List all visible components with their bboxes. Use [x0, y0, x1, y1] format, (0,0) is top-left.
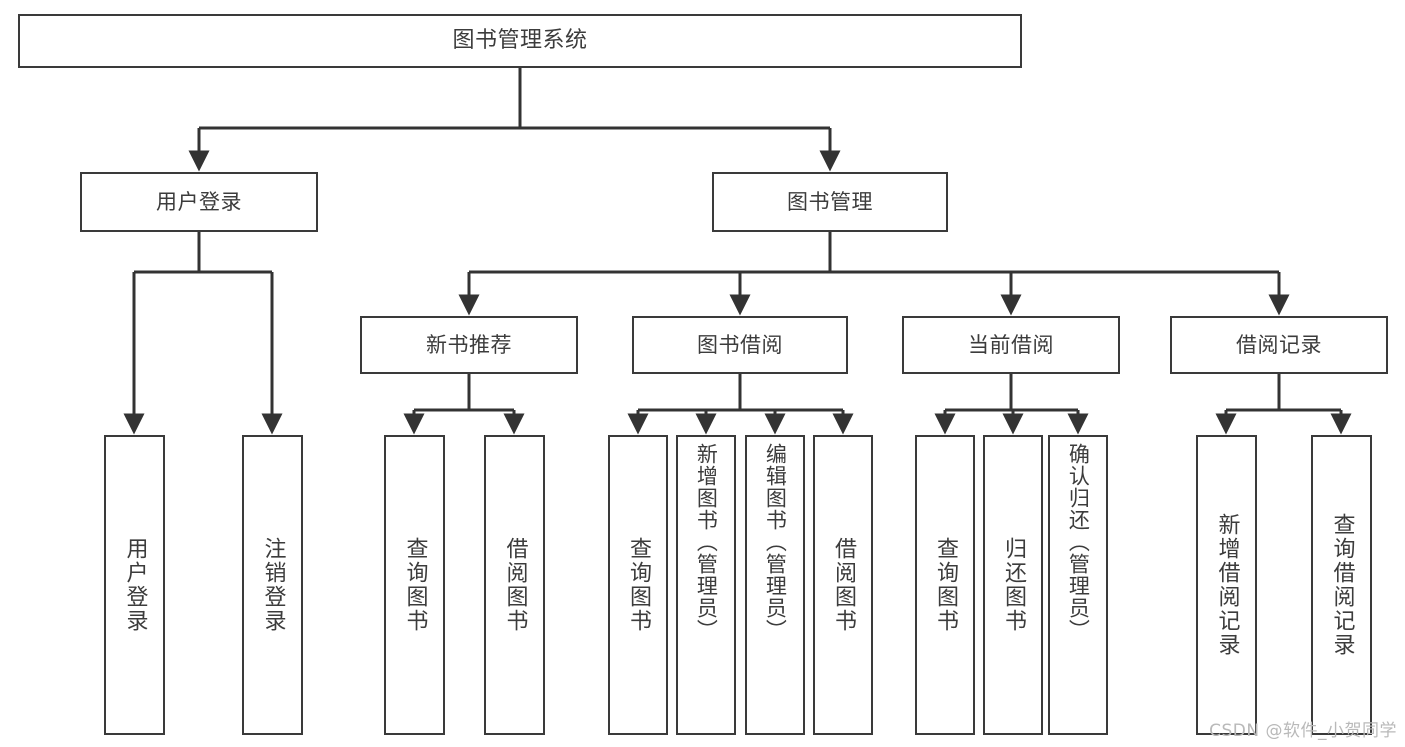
leaf-borrow-add-book-admin-label: 新增图书（管理员）: [694, 443, 719, 641]
leaf-new-borrow-book-label: 借阅图书: [502, 537, 528, 633]
leaf-borrow-add-book-admin[interactable]: 新增图书（管理员）: [676, 435, 736, 735]
node-book-borrow[interactable]: 图书借阅: [632, 316, 848, 374]
leaf-current-query-book[interactable]: 查询图书: [915, 435, 975, 735]
leaf-current-query-book-label: 查询图书: [932, 537, 958, 633]
node-current-borrow[interactable]: 当前借阅: [902, 316, 1120, 374]
leaf-record-query-record[interactable]: 查询借阅记录: [1311, 435, 1372, 735]
node-current-borrow-label: 当前借阅: [968, 332, 1054, 357]
node-book-management-branch-label: 图书管理: [787, 189, 873, 214]
node-book-borrow-label: 图书借阅: [697, 332, 783, 357]
leaf-current-confirm-return-admin[interactable]: 确认归还（管理员）: [1048, 435, 1108, 735]
leaf-borrow-borrow-book-label: 借阅图书: [830, 537, 856, 633]
node-new-book-recommend-label: 新书推荐: [426, 332, 512, 357]
leaf-user-login-label: 用户登录: [122, 537, 148, 633]
leaf-record-add-record[interactable]: 新增借阅记录: [1196, 435, 1257, 735]
leaf-new-query-book[interactable]: 查询图书: [384, 435, 445, 735]
node-user-login-branch-label: 用户登录: [156, 189, 242, 214]
leaf-record-query-record-label: 查询借阅记录: [1329, 513, 1355, 657]
node-user-login-branch[interactable]: 用户登录: [80, 172, 318, 232]
node-borrow-record[interactable]: 借阅记录: [1170, 316, 1388, 374]
node-new-book-recommend[interactable]: 新书推荐: [360, 316, 578, 374]
leaf-current-return-book[interactable]: 归还图书: [983, 435, 1043, 735]
leaf-new-query-book-label: 查询图书: [402, 537, 428, 633]
node-root[interactable]: 图书管理系统: [18, 14, 1022, 68]
leaf-new-borrow-book[interactable]: 借阅图书: [484, 435, 545, 735]
leaf-borrow-edit-book-admin[interactable]: 编辑图书（管理员）: [745, 435, 805, 735]
leaf-user-login[interactable]: 用户登录: [104, 435, 165, 735]
watermark-text: CSDN @软件_小贺同学: [1209, 721, 1397, 741]
leaf-borrow-borrow-book[interactable]: 借阅图书: [813, 435, 873, 735]
leaf-borrow-query-book-label: 查询图书: [625, 537, 651, 633]
leaf-current-return-book-label: 归还图书: [1000, 537, 1026, 633]
leaf-user-logout[interactable]: 注销登录: [242, 435, 303, 735]
leaf-current-confirm-return-admin-label: 确认归还（管理员）: [1066, 443, 1091, 641]
leaf-record-add-record-label: 新增借阅记录: [1214, 513, 1240, 657]
node-root-label: 图书管理系统: [452, 28, 588, 54]
leaf-borrow-edit-book-admin-label: 编辑图书（管理员）: [763, 443, 788, 641]
node-borrow-record-label: 借阅记录: [1236, 332, 1322, 357]
node-book-management-branch[interactable]: 图书管理: [712, 172, 948, 232]
leaf-borrow-query-book[interactable]: 查询图书: [608, 435, 668, 735]
leaf-user-logout-label: 注销登录: [260, 537, 286, 633]
